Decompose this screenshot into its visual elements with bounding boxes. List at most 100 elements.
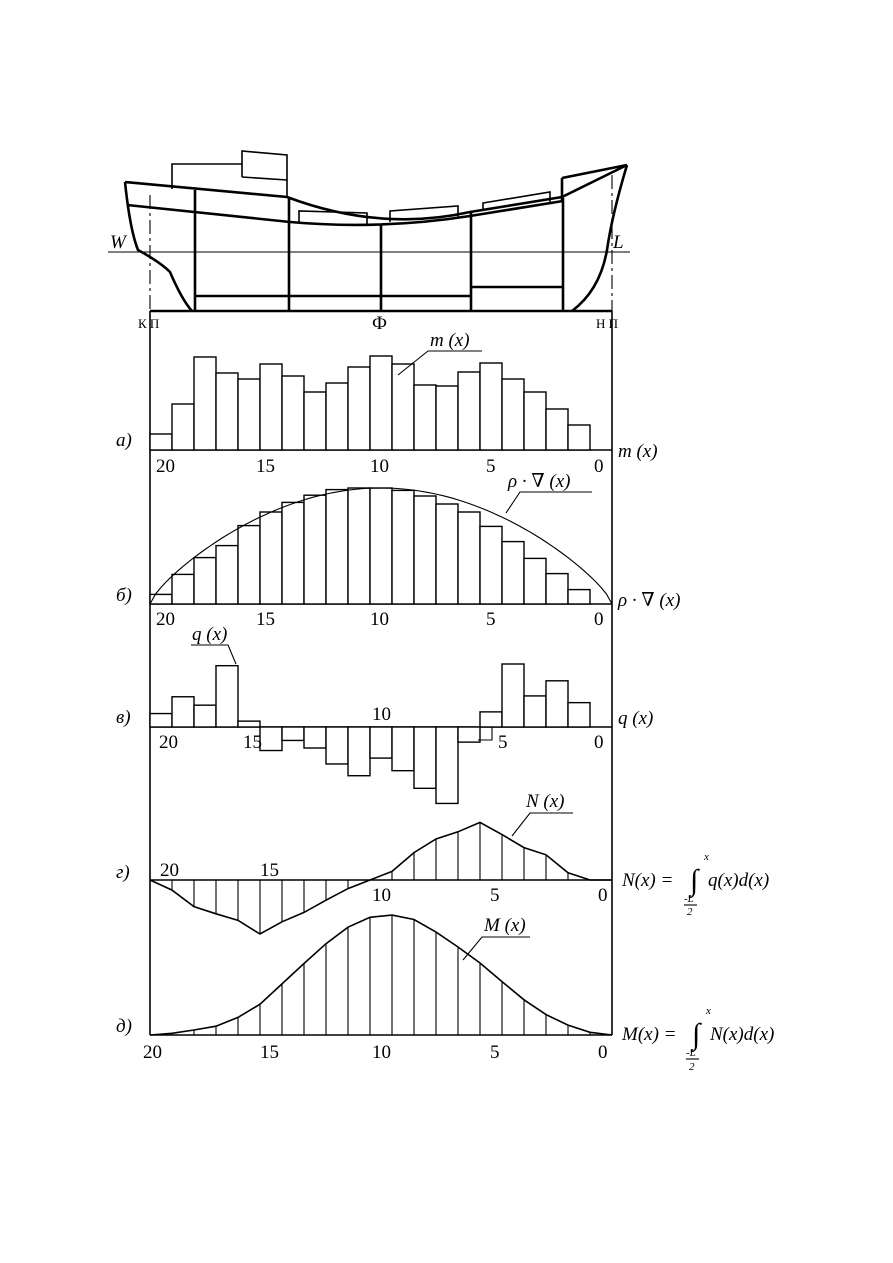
n-lower-den: 2	[687, 906, 693, 918]
n-upper-limit: x	[703, 851, 709, 863]
q-bar-12	[325, 726, 349, 765]
q-bar-11	[347, 726, 371, 777]
m-bar-10	[369, 355, 393, 451]
v-bar-9	[391, 489, 415, 605]
m-bar-14	[281, 375, 305, 451]
m-bar-5	[479, 362, 503, 451]
q-bar-3	[523, 695, 547, 728]
tick-a-10: 10	[370, 456, 389, 477]
tick-d-15: 15	[260, 1042, 279, 1063]
panel-d-letter: д)	[116, 1016, 132, 1037]
tick-v-5: 5	[498, 732, 508, 753]
v-bar-5	[479, 525, 503, 605]
stem-outline	[571, 164, 629, 313]
v-bar-6	[457, 511, 481, 605]
q-axis-label: q (x)	[618, 708, 653, 729]
v-bar-1	[567, 588, 591, 605]
n-formula-integrand: q(x)d(x)	[708, 870, 769, 891]
m-bar-20	[149, 433, 173, 451]
v-bar-16	[237, 524, 261, 605]
tick-g-5: 5	[490, 885, 500, 906]
midship-symbol: Ф	[372, 313, 387, 334]
tick-v-0: 0	[594, 732, 604, 753]
displacement-leader	[505, 491, 592, 514]
waterline-label-l: L	[612, 232, 624, 253]
q-bar-6	[457, 726, 481, 743]
moment-lower-den: 2	[689, 1061, 695, 1073]
tick-b-10: 10	[370, 609, 389, 630]
q-bar-13	[303, 726, 327, 749]
m-axis-label: m (x)	[618, 441, 658, 462]
panel-d: д) M (x) M(x) = ∫ x -L 2 N(x)d(x) 20 15 …	[116, 915, 774, 1073]
q-bar-2	[545, 680, 569, 728]
displacement-bars	[149, 487, 591, 605]
tick-a-5: 5	[486, 456, 496, 477]
q-bar-1	[567, 701, 591, 728]
tick-v-20: 20	[159, 732, 178, 753]
ship-profile: W L К П Н П Ф	[108, 150, 630, 334]
v-bar-14	[281, 501, 305, 605]
q-bar-20	[149, 712, 173, 728]
q-bar-14	[281, 726, 305, 742]
panel-v-letter: в)	[116, 707, 131, 728]
q-bar-4	[501, 663, 525, 728]
deckhouse-1	[298, 210, 368, 224]
moment-formula-integrand: N(x)d(x)	[709, 1024, 774, 1045]
tick-d-5: 5	[490, 1042, 500, 1063]
v-bar-20	[149, 593, 173, 605]
hull-deck-line	[124, 163, 628, 221]
m-bar-2	[545, 408, 569, 451]
m-bar-12	[325, 382, 349, 451]
m-bar-16	[237, 378, 261, 451]
moment-formula-left: M(x) =	[621, 1024, 677, 1045]
m-bar-17	[215, 372, 239, 451]
q-curve-label: q (x)	[192, 624, 227, 645]
n-leader	[511, 812, 573, 837]
m-bar-6	[457, 371, 481, 451]
n-formula-left: N(x) =	[621, 870, 673, 891]
m-bar-8	[413, 384, 437, 451]
tick-a-15: 15	[256, 456, 275, 477]
tick-v-5-leader	[478, 727, 493, 741]
m-bars	[149, 355, 591, 451]
tick-b-20: 20	[156, 609, 175, 630]
m-hatch	[171, 915, 591, 1035]
stern-outline	[123, 181, 193, 312]
q-bar-7	[435, 726, 459, 805]
v-bar-10	[369, 487, 393, 605]
displacement-curve	[149, 487, 613, 605]
v-bar-15	[259, 511, 283, 605]
tick-g-15: 15	[260, 860, 279, 881]
panel-g: г) N (x) N(x) = ∫ x -L 2 q(x)d(x) 20 15 …	[116, 791, 769, 918]
v-bar-8	[413, 495, 437, 605]
tick-b-15: 15	[256, 609, 275, 630]
q-bar-9	[391, 726, 415, 772]
m-bar-13	[303, 391, 327, 451]
moment-leader	[462, 936, 530, 961]
v-bar-17	[215, 544, 239, 605]
v-bar-4	[501, 540, 525, 605]
v-bar-3	[523, 557, 547, 605]
aft-perpendicular-marks: К П	[138, 316, 159, 331]
deckhouse-3	[482, 191, 551, 211]
moment-upper-limit: x	[705, 1005, 711, 1017]
waterline-label-w: W	[110, 232, 128, 253]
tick-d-10: 10	[372, 1042, 391, 1063]
v-bar-18	[193, 556, 217, 605]
panel-v: в) q (x) q (x) 20 15 10 5 0	[116, 624, 653, 753]
fore-perpendicular-marks: Н П	[596, 316, 618, 331]
tick-d-20: 20	[143, 1042, 162, 1063]
m-leader	[397, 350, 482, 376]
q-bars	[149, 663, 591, 805]
tick-g-0: 0	[598, 885, 608, 906]
displacement-curve-label: ρ · ∇ (x)	[507, 471, 570, 492]
n-curve-label: N (x)	[525, 791, 565, 812]
q-bar-16	[237, 720, 261, 728]
tick-d-0: 0	[598, 1042, 608, 1063]
tick-a-0: 0	[594, 456, 604, 477]
tick-a-20: 20	[156, 456, 175, 477]
panel-g-letter: г)	[116, 862, 130, 883]
v-bar-13	[303, 494, 327, 605]
q-bar-10	[369, 726, 393, 759]
m-bar-15	[259, 363, 283, 451]
